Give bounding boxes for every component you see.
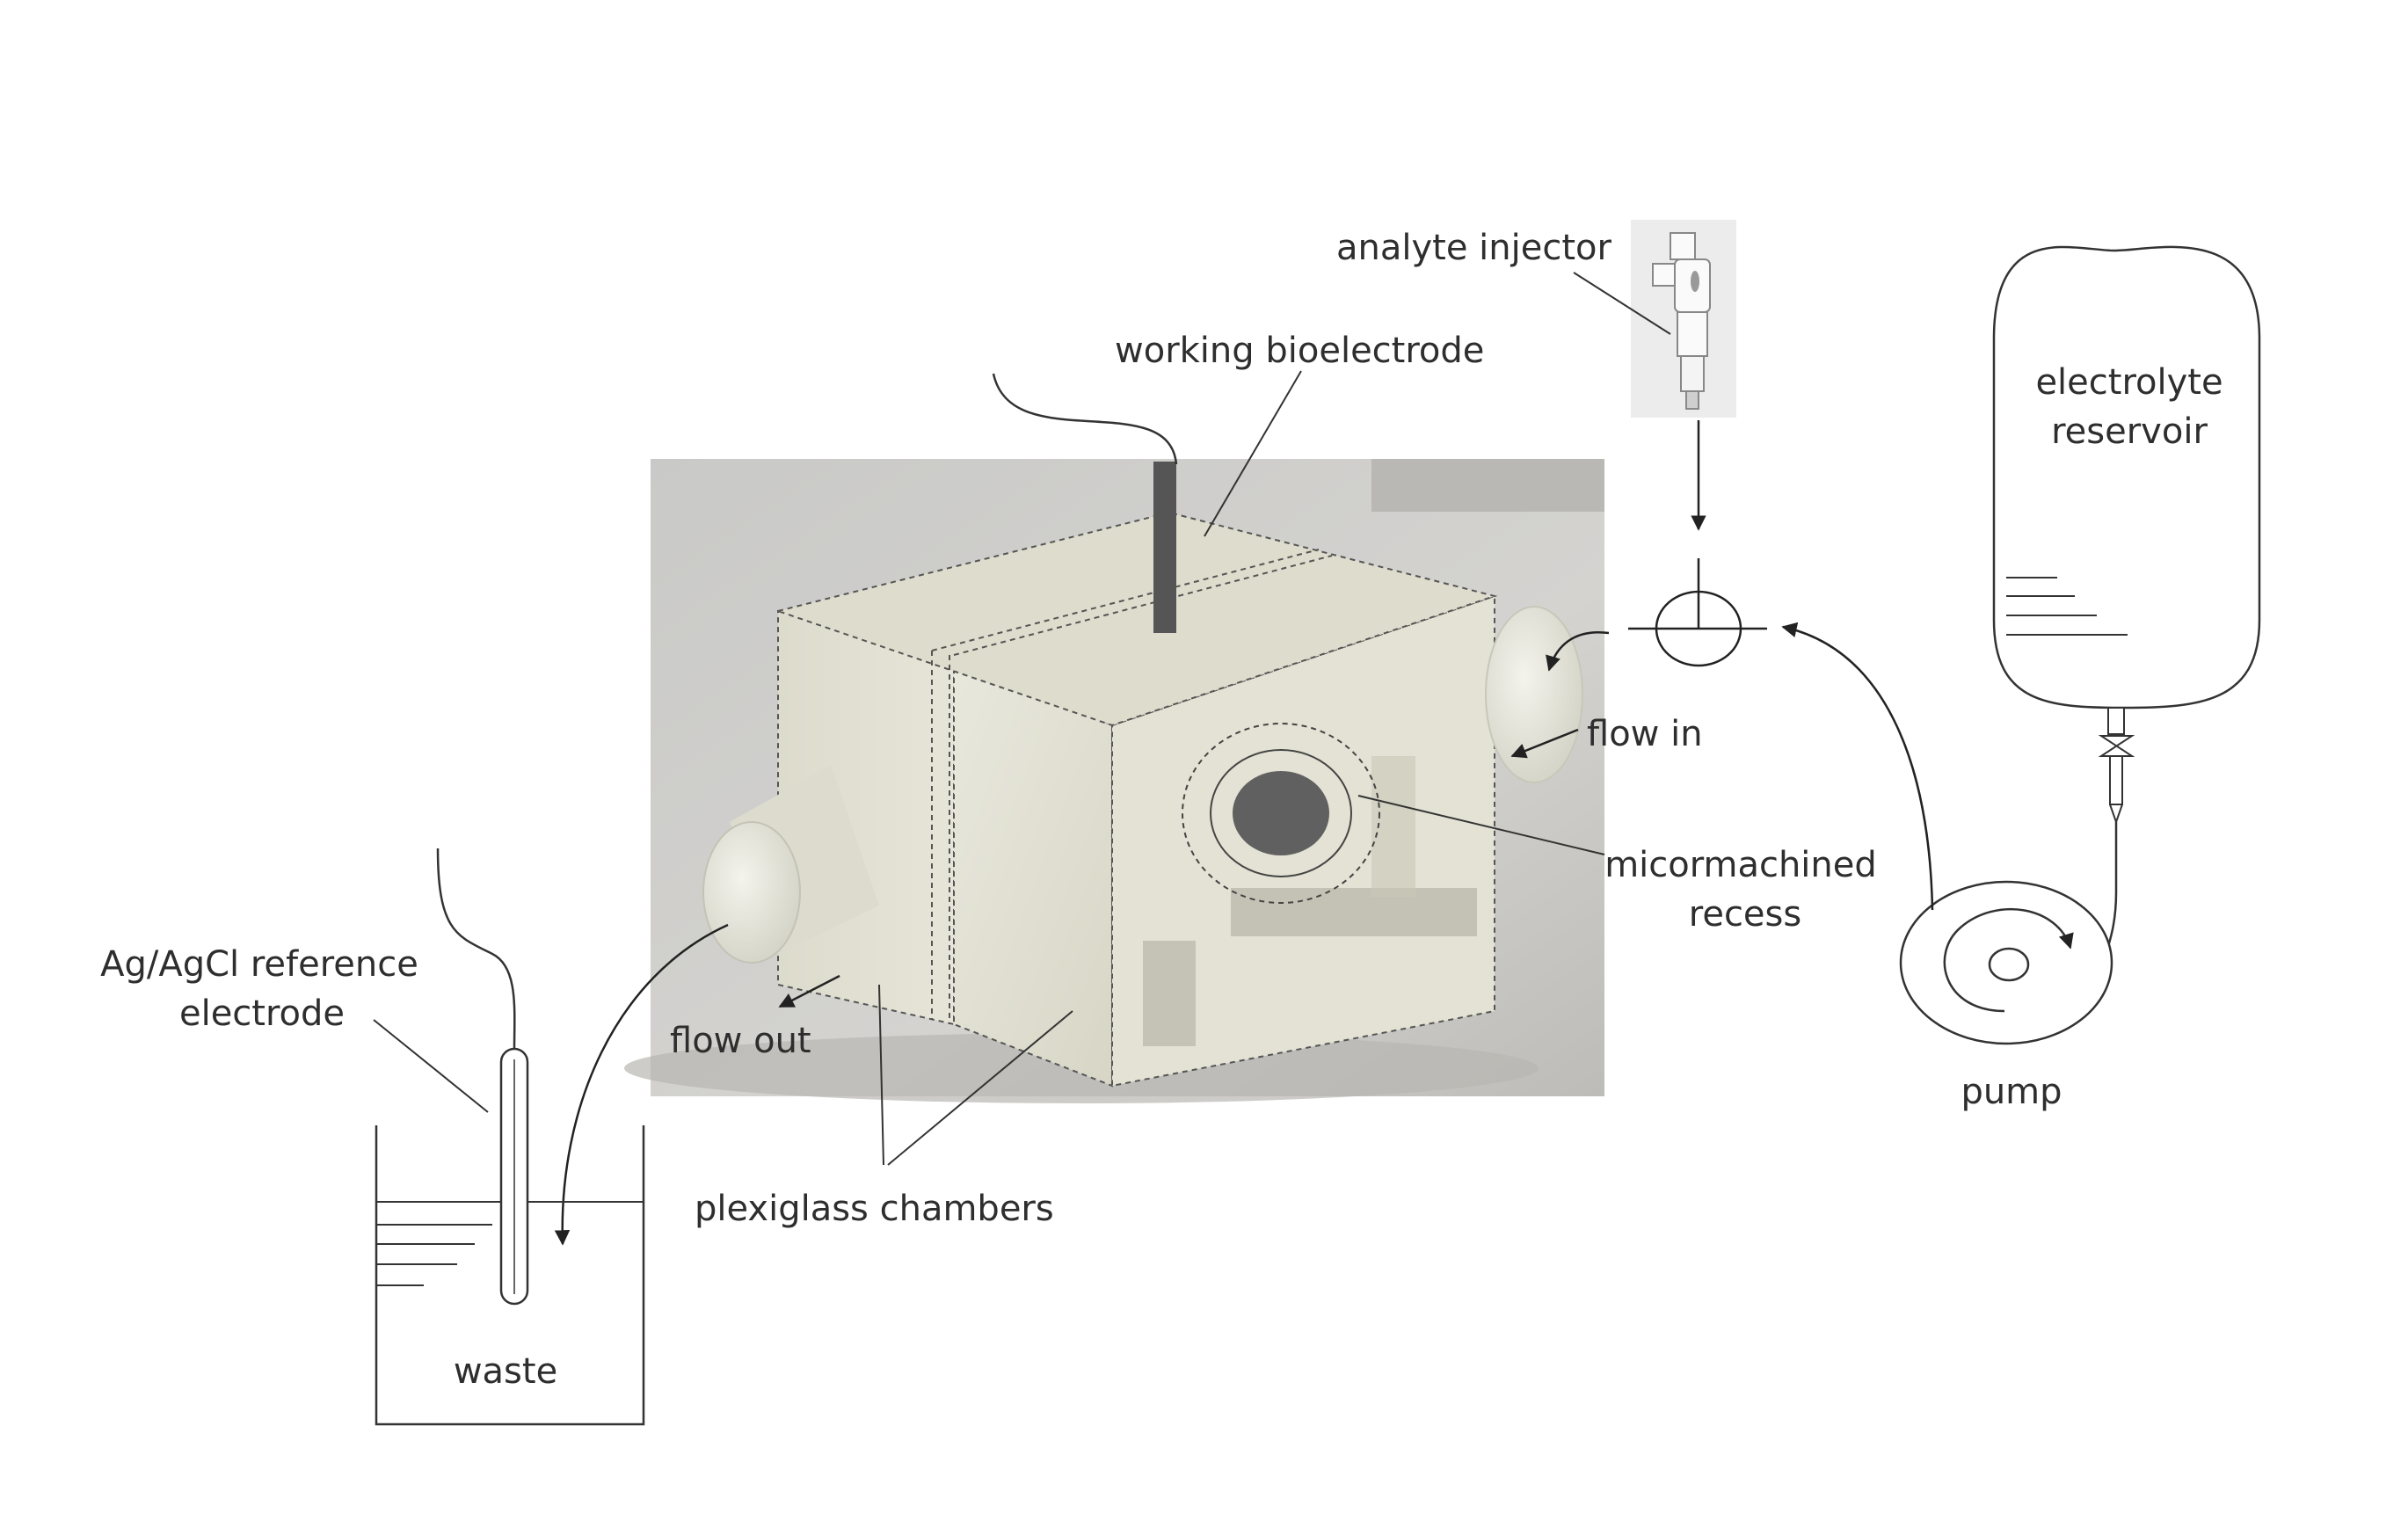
reservoir-stopcock <box>2098 707 2135 826</box>
flow-in-arrow <box>1510 728 1579 759</box>
label-analyte-injector: analyte injector <box>1336 228 1612 268</box>
label-electrolyte-reservoir-2: reservoir <box>2051 411 2208 452</box>
plexiglass-leader-left <box>878 984 884 1166</box>
outlet-fitting <box>702 765 879 964</box>
reference-electrode-leader <box>373 1019 489 1113</box>
injector-leader-line <box>1573 272 1671 335</box>
inlet-fitting <box>1485 606 1583 783</box>
label-micromachined-recess-2: recess <box>1689 894 1801 935</box>
label-waste: waste <box>454 1351 557 1392</box>
pump-to-valve-arrow <box>1781 622 1934 911</box>
label-flow-out: flow out <box>670 1021 811 1061</box>
flow-cell-photo <box>624 459 1604 1103</box>
valve-to-cell-arrow <box>1546 630 1610 672</box>
label-flow-in: flow in <box>1587 714 1703 754</box>
mixing-valve <box>1628 558 1767 667</box>
reference-electrode <box>499 1047 529 1306</box>
micromachined-recess <box>1182 723 1380 904</box>
working-electrode-rod <box>1153 462 1176 633</box>
outlet-to-waste-arrow <box>554 923 729 1246</box>
electrolyte-reservoir <box>1992 245 2261 709</box>
label-electrolyte-reservoir-1: electrolyte <box>2035 362 2222 403</box>
label-micromachined-recess-1: micormachined <box>1604 845 1877 885</box>
working-electrode-leader <box>1204 370 1302 537</box>
flow-out-arrow <box>778 974 840 1008</box>
plexiglass-block <box>775 511 1498 1088</box>
label-pump: pump <box>1961 1072 2062 1112</box>
label-plexiglass-chambers: plexiglass chambers <box>695 1189 1054 1229</box>
electrode-wire <box>992 373 1178 465</box>
label-working-bioelectrode: working bioelectrode <box>1115 331 1484 371</box>
analyte-injector-icon <box>1631 220 1736 418</box>
label-reference-electrode-2: electrode <box>179 993 345 1034</box>
reference-electrode-wire <box>436 848 516 1050</box>
plexiglass-leader-right <box>887 1010 1073 1166</box>
label-reference-electrode-1: Ag/AgCl reference <box>100 944 418 985</box>
recess-leader <box>1357 795 1605 855</box>
pump-icon <box>1899 880 2113 1045</box>
